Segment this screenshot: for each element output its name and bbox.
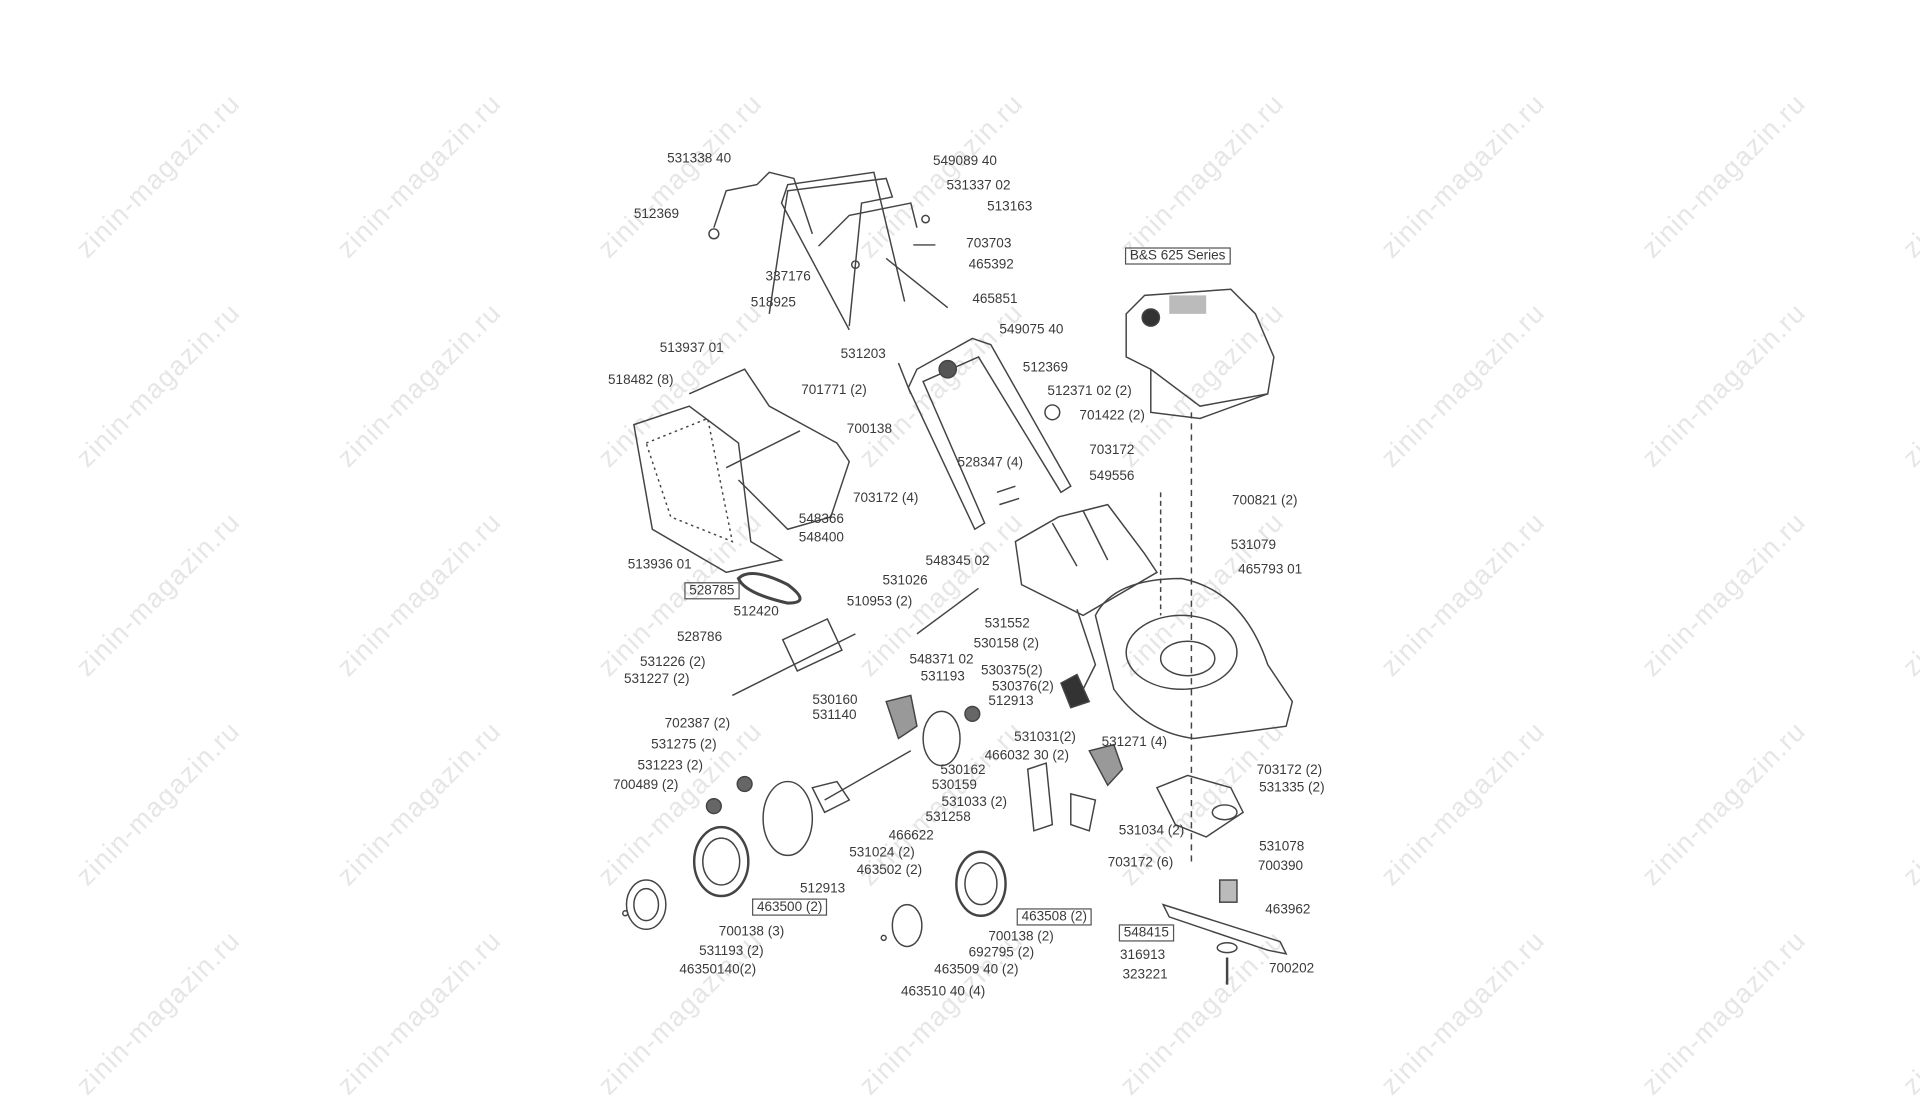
part-label[interactable]: 531226 (2) <box>640 654 706 670</box>
part-label-boxed[interactable]: 548415 <box>1118 924 1174 942</box>
part-label[interactable]: 512913 <box>800 881 846 897</box>
part-label[interactable]: 531033 (2) <box>941 795 1008 810</box>
grass-bag <box>633 368 851 574</box>
part-label[interactable]: 700138 (2) <box>988 929 1054 945</box>
part-label[interactable]: 513937 01 <box>659 340 724 356</box>
part-label[interactable]: 531024 (2) <box>849 845 915 861</box>
part-label[interactable]: 531335 (2) <box>1259 780 1325 796</box>
part-label[interactable]: 531031(2) <box>1014 729 1076 745</box>
part-label[interactable]: 530376(2) <box>992 679 1054 695</box>
part-label[interactable]: 531275 (2) <box>651 737 717 753</box>
part-label[interactable]: 531026 <box>882 573 928 589</box>
part-label[interactable]: 531227 (2) <box>624 672 690 687</box>
part-label[interactable]: 466032 30 (2) <box>984 748 1069 764</box>
part-label[interactable]: 463502 (2) <box>856 862 923 878</box>
mower-deck <box>1060 492 1294 740</box>
part-label[interactable]: 700202 <box>1268 961 1315 977</box>
part-label[interactable]: 530375(2) <box>980 663 1043 679</box>
part-label[interactable]: 530162 <box>940 763 986 778</box>
part-label[interactable]: 513163 <box>987 199 1033 215</box>
part-label[interactable]: 531223 (2) <box>637 758 704 773</box>
part-label[interactable]: 701771 (2) <box>801 382 867 398</box>
part-label[interactable]: 531193 (2) <box>699 944 764 959</box>
part-label[interactable]: 703172 <box>1089 443 1135 458</box>
part-label[interactable]: 465851 <box>972 291 1018 307</box>
part-label[interactable]: 46350140(2) <box>679 962 757 978</box>
lower-handle <box>897 337 1072 531</box>
part-label[interactable]: 549075 40 <box>999 322 1064 338</box>
part-label[interactable]: 518925 <box>750 295 796 311</box>
part-label[interactable]: 465392 <box>968 257 1014 273</box>
wheels <box>622 780 1007 948</box>
part-label[interactable]: 466622 <box>888 828 934 844</box>
part-label[interactable]: 700489 (2) <box>612 777 679 793</box>
part-label[interactable]: 512369 <box>633 206 680 222</box>
gearbox-axle <box>731 587 979 697</box>
part-label[interactable]: 530158 (2) <box>973 636 1040 652</box>
part-label[interactable]: 548400 <box>798 530 844 546</box>
part-label[interactable]: 531193 <box>920 669 965 685</box>
part-label[interactable]: 549089 40 <box>932 153 997 169</box>
part-label-boxed[interactable]: 463508 (2) <box>1016 908 1092 926</box>
height-adjusters <box>705 694 1124 832</box>
part-label[interactable]: 463509 40 (2) <box>934 962 1019 978</box>
part-label[interactable]: 701422 (2) <box>1079 408 1145 424</box>
part-label-boxed[interactable]: 463500 (2) <box>752 898 828 916</box>
part-label[interactable]: 463962 <box>1265 902 1311 917</box>
part-label[interactable]: 700138 (3) <box>718 924 785 940</box>
engine <box>1125 288 1275 862</box>
part-label[interactable]: 337176 <box>765 269 811 285</box>
part-label[interactable]: 518482 (8) <box>608 372 674 388</box>
part-label[interactable]: 323221 <box>1122 967 1168 983</box>
part-label[interactable]: 692795 (2) <box>968 945 1035 961</box>
part-label[interactable]: 528786 <box>676 630 723 645</box>
drive-belt <box>736 572 802 605</box>
part-label[interactable]: 465793 01 <box>1238 562 1303 578</box>
part-label[interactable]: 531337 02 <box>946 178 1011 194</box>
part-label[interactable]: 702387 (2) <box>664 716 731 732</box>
part-label[interactable]: 700821 (2) <box>1232 493 1298 509</box>
part-label[interactable]: 531203 <box>840 347 886 362</box>
blade-assembly <box>1155 774 1288 985</box>
part-label[interactable]: 548371 02 <box>909 652 974 668</box>
rear-flap <box>1014 503 1159 617</box>
part-label[interactable]: 512913 <box>988 694 1034 709</box>
part-label[interactable]: 316913 <box>1120 947 1166 963</box>
part-label[interactable]: 531552 <box>984 616 1030 632</box>
part-label[interactable]: 703172 (6) <box>1107 855 1174 871</box>
part-label[interactable]: 549556 <box>1089 468 1135 484</box>
part-label[interactable]: 703172 (4) <box>852 491 919 506</box>
upper-handle <box>708 171 949 331</box>
part-label[interactable]: 512420 <box>733 604 779 620</box>
part-label[interactable]: 510953 (2) <box>846 594 913 610</box>
engine-series-label[interactable]: B&S 625 Series <box>1124 247 1231 265</box>
part-label[interactable]: 531034 (2) <box>1118 823 1185 839</box>
part-label[interactable]: 530159 <box>931 777 977 793</box>
part-label[interactable]: 700138 <box>846 422 892 437</box>
part-label-boxed[interactable]: 528785 <box>684 582 740 600</box>
part-label[interactable]: 512371 02 (2) <box>1047 384 1132 399</box>
part-label[interactable]: 531079 <box>1230 537 1276 553</box>
part-label[interactable]: 513936 01 <box>627 557 692 573</box>
part-label[interactable]: 531258 <box>925 809 971 825</box>
part-label[interactable]: 548366 <box>798 512 844 527</box>
part-label[interactable]: 548345 02 <box>925 553 990 569</box>
part-label[interactable]: 528347 (4) <box>957 455 1024 471</box>
part-label[interactable]: 531140 <box>812 707 857 723</box>
part-label[interactable]: 530160 <box>812 692 858 708</box>
part-label[interactable]: 703703 <box>966 236 1012 252</box>
part-label[interactable]: 531078 <box>1259 839 1305 855</box>
part-label[interactable]: 512369 <box>1022 360 1068 376</box>
part-label[interactable]: 463510 40 (4) <box>900 984 986 1000</box>
part-label[interactable]: 531271 (4) <box>1101 734 1168 750</box>
part-label[interactable]: 700390 <box>1257 859 1304 874</box>
part-label[interactable]: 703172 (2) <box>1256 763 1323 778</box>
part-label[interactable]: 531338 40 <box>667 151 732 167</box>
